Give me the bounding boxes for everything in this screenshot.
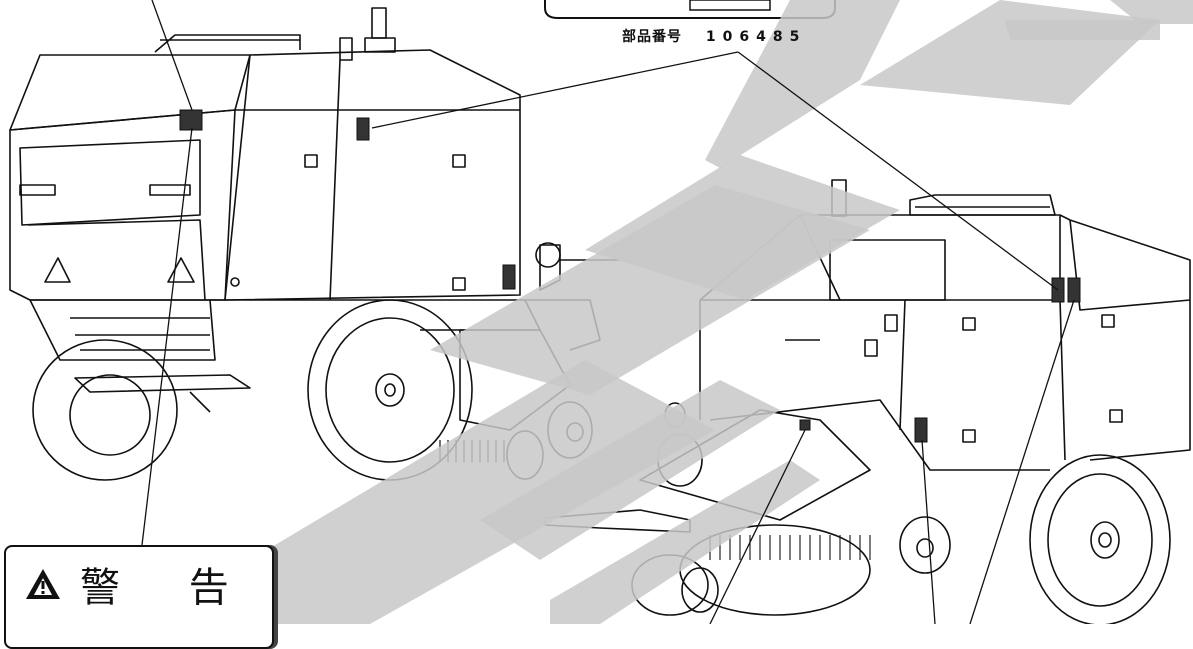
- warning-title-row: 警 告: [24, 555, 257, 613]
- baler-diagram: [9, 0, 1193, 624]
- leader-lines: [141, 0, 1075, 624]
- decal-right-mid: [914, 417, 928, 443]
- warning-title: 警 告: [80, 565, 257, 611]
- decal-right-front: [799, 419, 811, 431]
- watermark: [250, 0, 1193, 624]
- part-number: 部品番号 106485: [622, 26, 806, 46]
- decal-left-rear: [502, 264, 516, 290]
- part-number-label: 部品番号: [622, 29, 682, 45]
- decal-right-top-2: [1067, 277, 1081, 303]
- decal-left-body: [356, 117, 370, 141]
- warning-triangle-icon: [26, 569, 60, 599]
- warning-label-panel: 警 告: [4, 545, 274, 649]
- part-number-value: 106485: [705, 29, 807, 45]
- decal-left-top: [179, 109, 203, 131]
